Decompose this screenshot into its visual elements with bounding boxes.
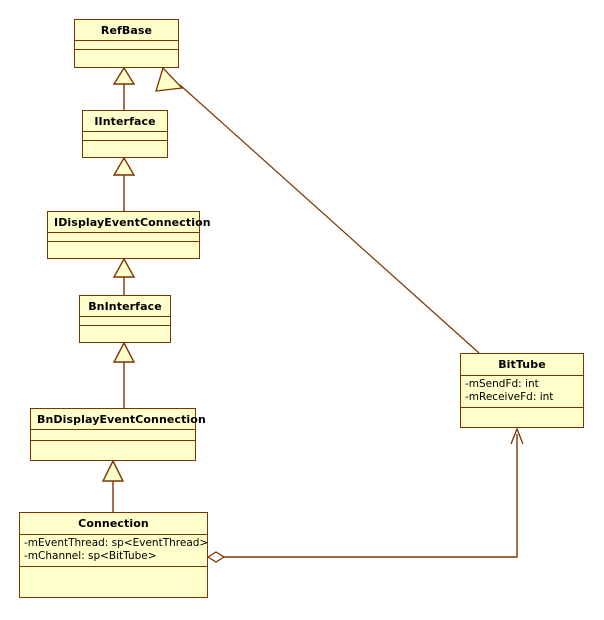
attribute-row: -mChannel: sp<BitTube> [24, 550, 157, 562]
attribute-row: -mReceiveFd: int [465, 391, 554, 403]
class-operations-bninterface [80, 326, 170, 342]
class-name-bittube: BitTube [461, 354, 583, 376]
class-box-iinterface[interactable]: IInterface [82, 110, 168, 158]
class-attributes-bninterface [80, 317, 170, 326]
class-name-refbase: RefBase [75, 20, 178, 41]
attribute-row: -mEventThread: sp<EventThread> [24, 537, 209, 549]
edge-bndisplayeventconnection-extends-bninterface [112, 341, 136, 408]
class-attributes-idisplayeventconnection [48, 233, 199, 242]
class-name-bninterface: BnInterface [80, 296, 170, 317]
class-attributes-refbase [75, 41, 178, 50]
class-attributes-connection: -mEventThread: sp<EventThread> -mChannel… [20, 535, 209, 567]
class-box-connection[interactable]: Connection -mEventThread: sp<EventThread… [19, 512, 208, 598]
class-box-bninterface[interactable]: BnInterface [79, 295, 171, 343]
class-operations-idisplayeventconnection [48, 242, 199, 258]
edge-iinterface-extends-refbase [112, 66, 136, 110]
edge-bninterface-extends-idisplayeventconnection [112, 257, 136, 295]
class-box-refbase[interactable]: RefBase [74, 19, 179, 68]
class-operations-bndisplayeventconnection [31, 441, 195, 460]
class-attributes-bittube: -mSendFd: int -mReceiveFd: int [461, 376, 583, 408]
class-attributes-bndisplayeventconnection [31, 430, 195, 441]
edge-connection-aggregates-bittube [206, 427, 524, 563]
class-operations-connection [20, 567, 207, 597]
class-operations-iinterface [83, 141, 167, 157]
class-box-bittube[interactable]: BitTube -mSendFd: int -mReceiveFd: int [460, 353, 584, 428]
class-name-idisplayeventconnection: IDisplayEventConnection [48, 212, 211, 233]
edge-bittube-extends-refbase [155, 66, 480, 354]
class-box-bndisplayeventconnection[interactable]: BnDisplayEventConnection [30, 408, 206, 461]
class-operations-refbase [75, 50, 178, 67]
attribute-row: -mSendFd: int [465, 378, 539, 390]
class-name-connection: Connection [20, 513, 207, 535]
class-operations-bittube [461, 408, 583, 427]
class-attributes-iinterface [83, 132, 167, 141]
class-name-bndisplayeventconnection: BnDisplayEventConnection [31, 409, 206, 430]
edge-idisplayeventconnection-extends-iinterface [112, 156, 136, 211]
class-name-iinterface: IInterface [83, 111, 167, 132]
class-box-idisplayeventconnection[interactable]: IDisplayEventConnection [47, 211, 211, 259]
edge-connection-extends-bndisplayeventconnection [101, 459, 125, 512]
